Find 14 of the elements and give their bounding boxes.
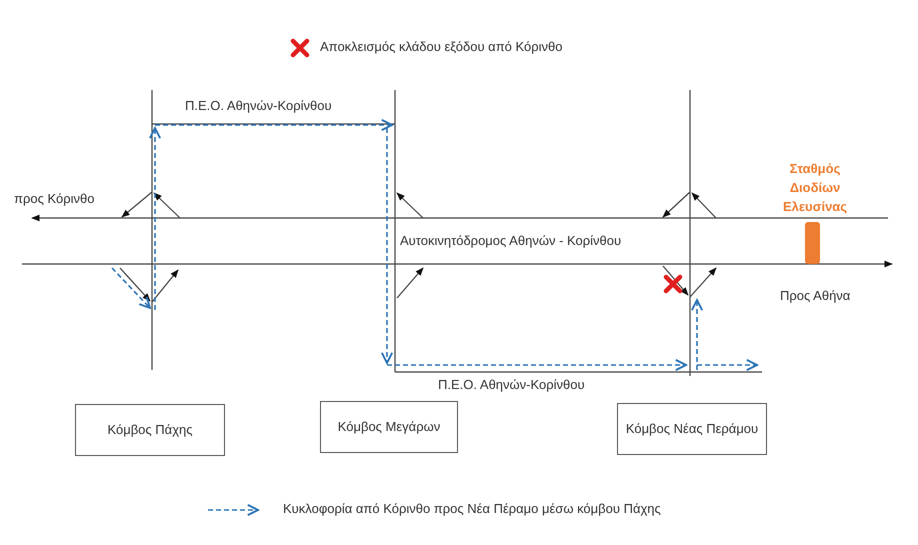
junction-box <box>320 401 458 453</box>
junction-box <box>617 403 767 455</box>
junction-name: Κόμβος Μεγάρων <box>336 418 442 436</box>
road-label: προς Κόρινθο <box>14 190 94 208</box>
junction-name: Κόμβος Νέας Περάμου <box>624 420 760 438</box>
legend-text: Αποκλεισμός κλάδου εξόδου από Κόρινθο <box>320 39 562 54</box>
direction-label: Προς Αθήνα <box>780 287 850 305</box>
junction-box <box>75 404 225 456</box>
road-label: Π.Ε.Ο. Αθηνών-Κορίνθου <box>438 376 585 394</box>
toll-station-label: Σταθμός Διοδίων Ελευσίνας <box>782 160 848 216</box>
legend-text: Κυκλοφορία από Κόρινθο προς Νέα Πέραμο μέσω κόμβου Πάχης <box>283 501 661 516</box>
road-label: Αυτοκινητόδρομος Αθηνών - Κορίνθου <box>400 232 622 250</box>
road-label: Π.Ε.Ο. Αθηνών-Κορίνθου <box>185 97 332 115</box>
junction-name: Κόμβος Πάχης <box>106 420 194 439</box>
